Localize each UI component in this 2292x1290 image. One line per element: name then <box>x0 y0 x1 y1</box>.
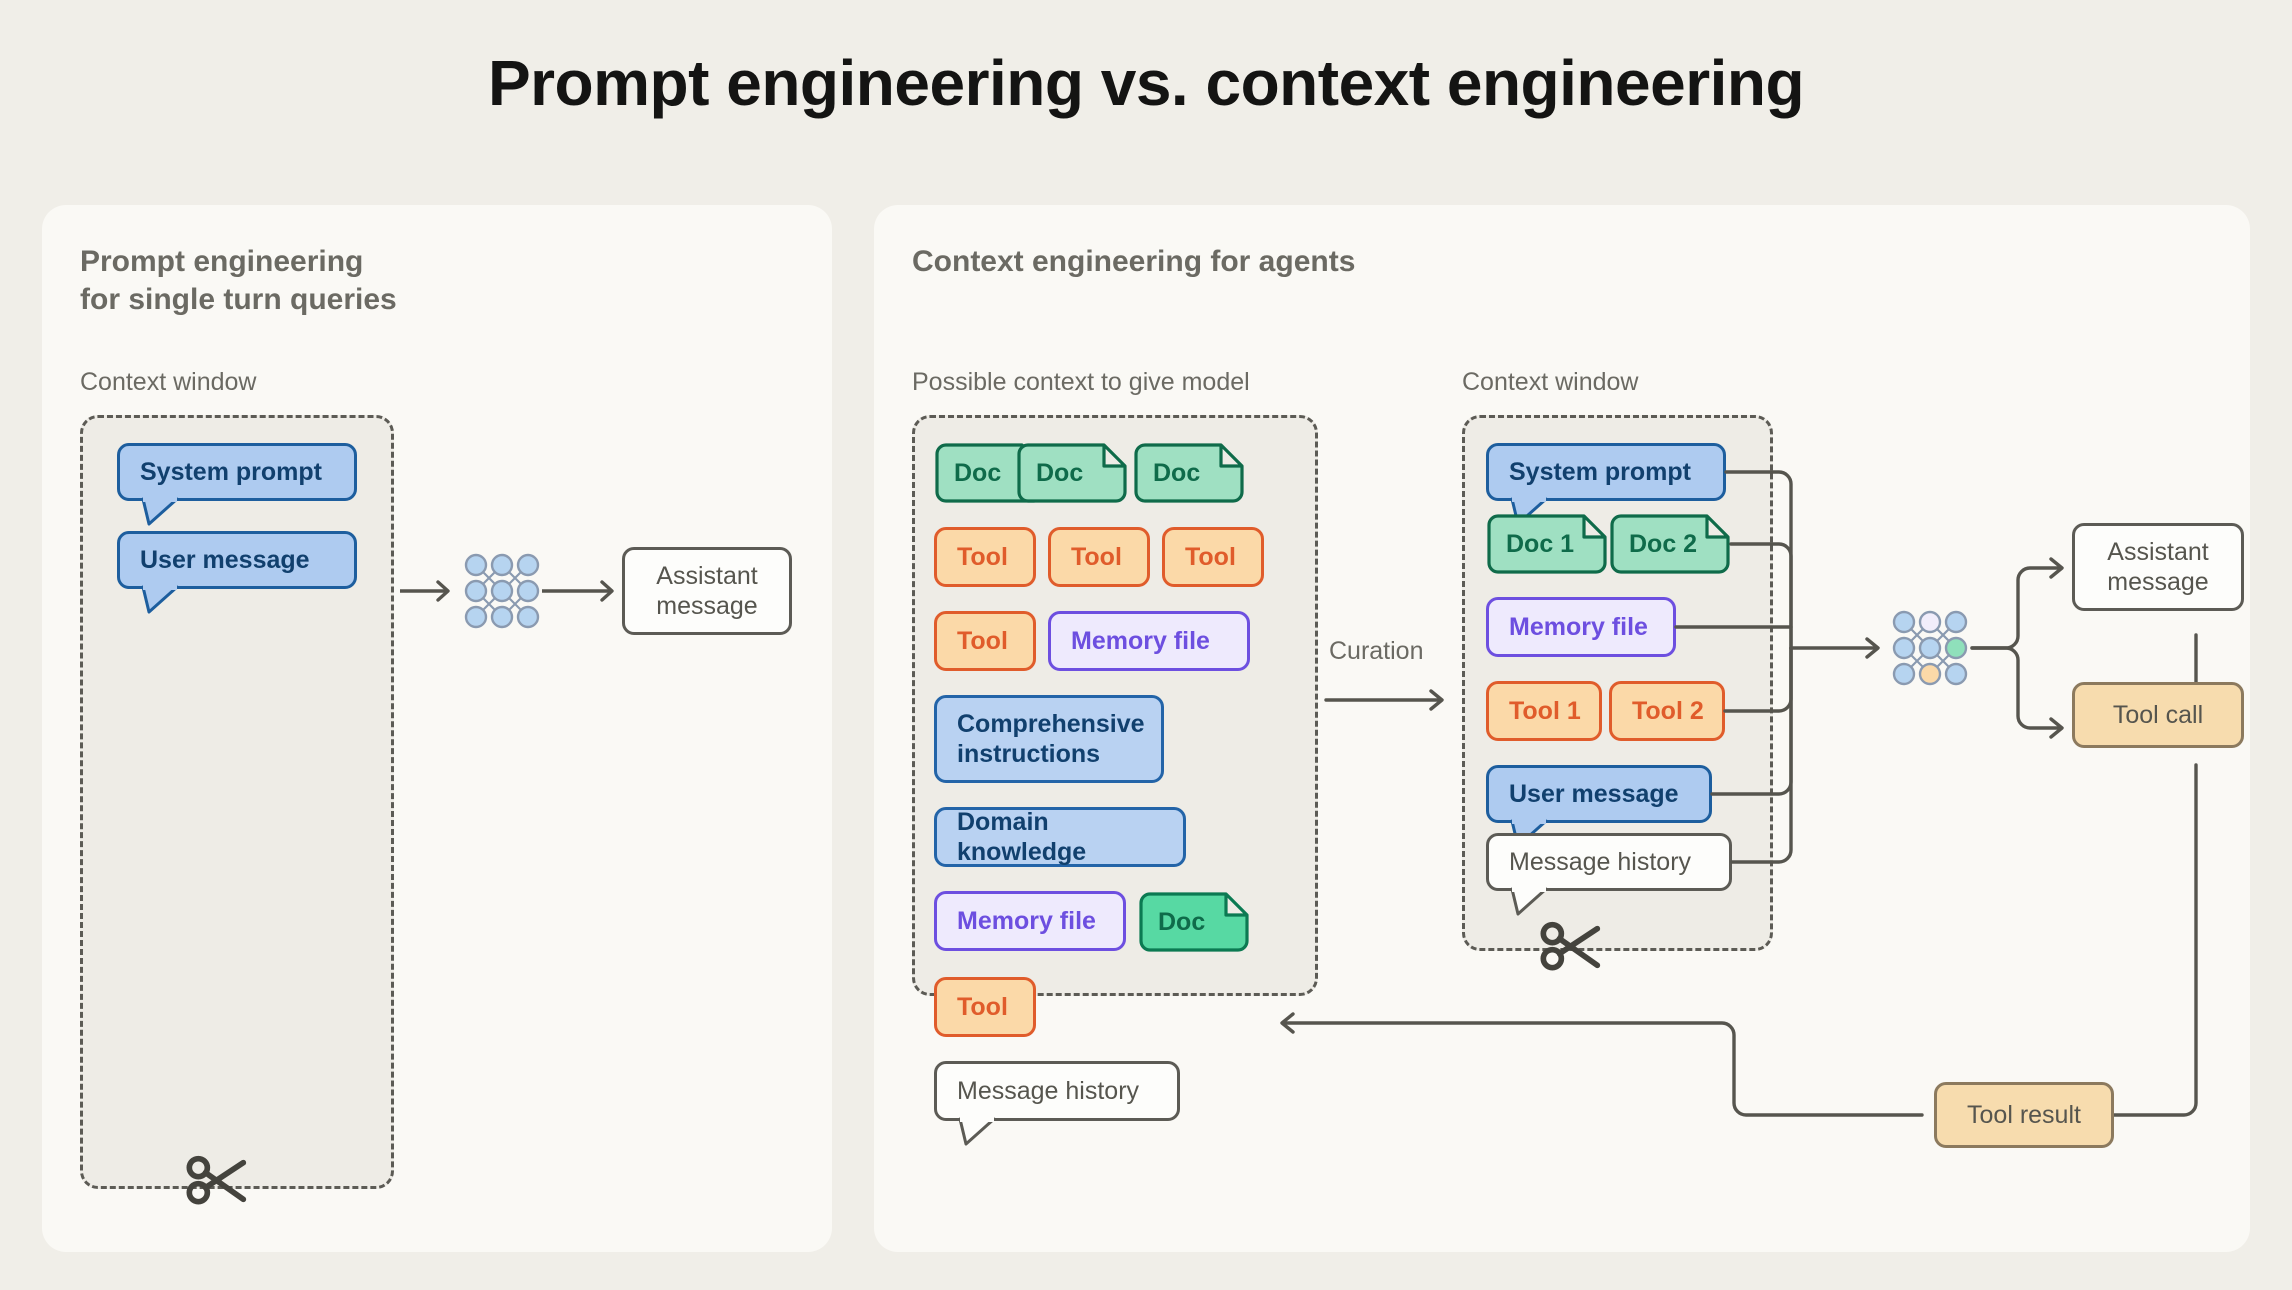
scissors-icon <box>1540 921 1601 971</box>
chip-label: Tool 1 <box>1509 697 1581 725</box>
chip-tool[interactable]: Tool <box>934 527 1036 587</box>
chip-tool-2[interactable]: Tool 2 <box>1609 681 1725 741</box>
chip-doc-1[interactable]: Doc 1 <box>1486 513 1608 575</box>
chip-assistant-message[interactable]: Assistant message <box>622 547 792 635</box>
chip-label: System prompt <box>140 458 322 486</box>
chip-doc-2[interactable]: Doc 2 <box>1609 513 1731 575</box>
chip-label: User message <box>140 546 310 574</box>
curation-label: Curation <box>1329 637 1424 665</box>
chip-tool[interactable]: Tool <box>934 977 1036 1037</box>
chip-tool[interactable]: Tool <box>1048 527 1150 587</box>
chip-label: Tool 2 <box>1632 697 1704 725</box>
neural-network-icon <box>1892 610 1968 686</box>
chip-label: User message <box>1509 780 1679 808</box>
chip-user-message[interactable]: User message <box>117 531 357 589</box>
chip-label: Memory file <box>1071 627 1210 655</box>
chip-domain-knowledge[interactable]: Domain knowledge <box>934 807 1186 867</box>
chip-label: Tool <box>1185 543 1236 571</box>
prompt-engineering-panel: Prompt engineering for single turn queri… <box>42 205 832 1252</box>
page-title: Prompt engineering vs. context engineeri… <box>487 47 1805 119</box>
chip-label: Doc 1 <box>1506 529 1575 558</box>
chip-label: Tool call <box>2112 701 2204 729</box>
speech-tail <box>141 497 179 526</box>
chip-label: Doc <box>1153 458 1201 487</box>
chip-label: Domain knowledge <box>957 808 1087 866</box>
context-engineering-panel: Context engineering for agents Possible … <box>874 205 2250 1252</box>
chip-comprehensive-instructions[interactable]: Comprehensive instructions <box>934 695 1164 783</box>
chip-memory-file[interactable]: Memory file <box>1048 611 1250 671</box>
chip-doc[interactable]: Doc <box>1016 442 1128 504</box>
chip-system-prompt[interactable]: System prompt <box>117 443 357 501</box>
chip-memory-file[interactable]: Memory file <box>934 891 1126 951</box>
chip-label: Doc <box>954 458 1002 487</box>
scissors-icon <box>186 1155 247 1205</box>
chip-system-prompt[interactable]: System prompt <box>1486 443 1726 501</box>
chip-label: Doc 2 <box>1629 529 1698 558</box>
chip-tool-1[interactable]: Tool 1 <box>1486 681 1602 741</box>
possible-context-label: Possible context to give model <box>912 368 1250 396</box>
chip-label: System prompt <box>1509 458 1691 486</box>
speech-tail <box>141 585 179 614</box>
chip-label: Tool <box>957 627 1008 655</box>
chip-label: Tool <box>1071 543 1122 571</box>
left-context-window-label: Context window <box>80 368 257 396</box>
chip-tool[interactable]: Tool <box>1162 527 1264 587</box>
chip-tool-call[interactable]: Tool call <box>2072 682 2244 748</box>
chip-tool[interactable]: Tool <box>934 611 1036 671</box>
chip-label: Doc <box>1036 458 1084 487</box>
left-panel-heading: Prompt engineering for single turn queri… <box>80 245 397 316</box>
chip-label: Message history <box>1509 848 1692 876</box>
chip-message-history[interactable]: Message history <box>1486 833 1732 891</box>
chip-label: Tool <box>957 543 1008 571</box>
chip-doc[interactable]: Doc <box>1138 891 1250 953</box>
speech-tail <box>958 1117 996 1146</box>
chip-label: Tool result <box>1967 1101 2081 1129</box>
chip-assistant-message[interactable]: Assistant message <box>2072 523 2244 611</box>
chip-label: Message history <box>957 1077 1140 1105</box>
right-context-window-label: Context window <box>1462 368 1639 396</box>
chip-doc[interactable]: Doc <box>1133 442 1245 504</box>
chip-user-message[interactable]: User message <box>1486 765 1712 823</box>
chip-label: Assistant message <box>656 562 758 620</box>
chip-message-history[interactable]: Message history <box>934 1061 1180 1121</box>
chip-label: Tool <box>957 993 1008 1021</box>
right-panel-heading: Context engineering for agents <box>912 245 1356 278</box>
speech-tail <box>1510 887 1548 916</box>
neural-network-icon <box>464 553 540 629</box>
chip-label: Assistant message <box>2107 538 2209 596</box>
chip-tool-result[interactable]: Tool result <box>1934 1082 2114 1148</box>
chip-label: Comprehensive instructions <box>957 710 1145 768</box>
chip-label: Memory file <box>957 907 1096 935</box>
chip-memory-file[interactable]: Memory file <box>1486 597 1676 657</box>
chip-label: Memory file <box>1509 613 1648 641</box>
chip-label: Doc <box>1158 907 1206 936</box>
